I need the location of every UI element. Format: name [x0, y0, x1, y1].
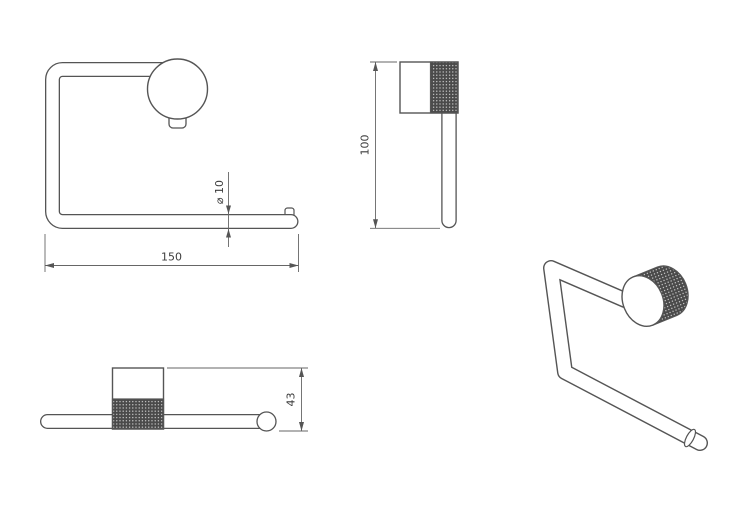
iso-mount-face: [621, 275, 665, 327]
dimension-label-depth: 43: [285, 393, 298, 407]
front-view: 150 ⌀ 10: [44, 58, 299, 272]
iso-tube-fill: [544, 261, 707, 450]
holder-tube-fill: [46, 63, 298, 228]
dimension-bar-diameter: ⌀ 10: [213, 172, 231, 247]
isometric-view: [543, 260, 708, 451]
dimension-overall-width: 150: [44, 234, 299, 272]
dimension-label-height: 100: [359, 135, 372, 156]
dimension-label-width: 150: [161, 251, 182, 264]
top-endcap-circle: [256, 411, 277, 432]
dimension-label-diameter: ⌀ 10: [213, 180, 226, 204]
top-view: 43: [40, 367, 308, 432]
top-mount-knurl: [111, 398, 165, 430]
wall-mount-circle: [146, 58, 209, 120]
side-view: 100: [359, 61, 459, 229]
side-mount-outline: [399, 61, 459, 114]
iso-mount-cylinder: [621, 265, 689, 327]
iso-end-collar: [683, 428, 697, 448]
dimension-depth: 43: [167, 367, 308, 432]
top-mount-outline: [111, 367, 165, 430]
dimension-overall-height: 100: [359, 61, 440, 229]
side-mount-knurl: [429, 61, 459, 114]
